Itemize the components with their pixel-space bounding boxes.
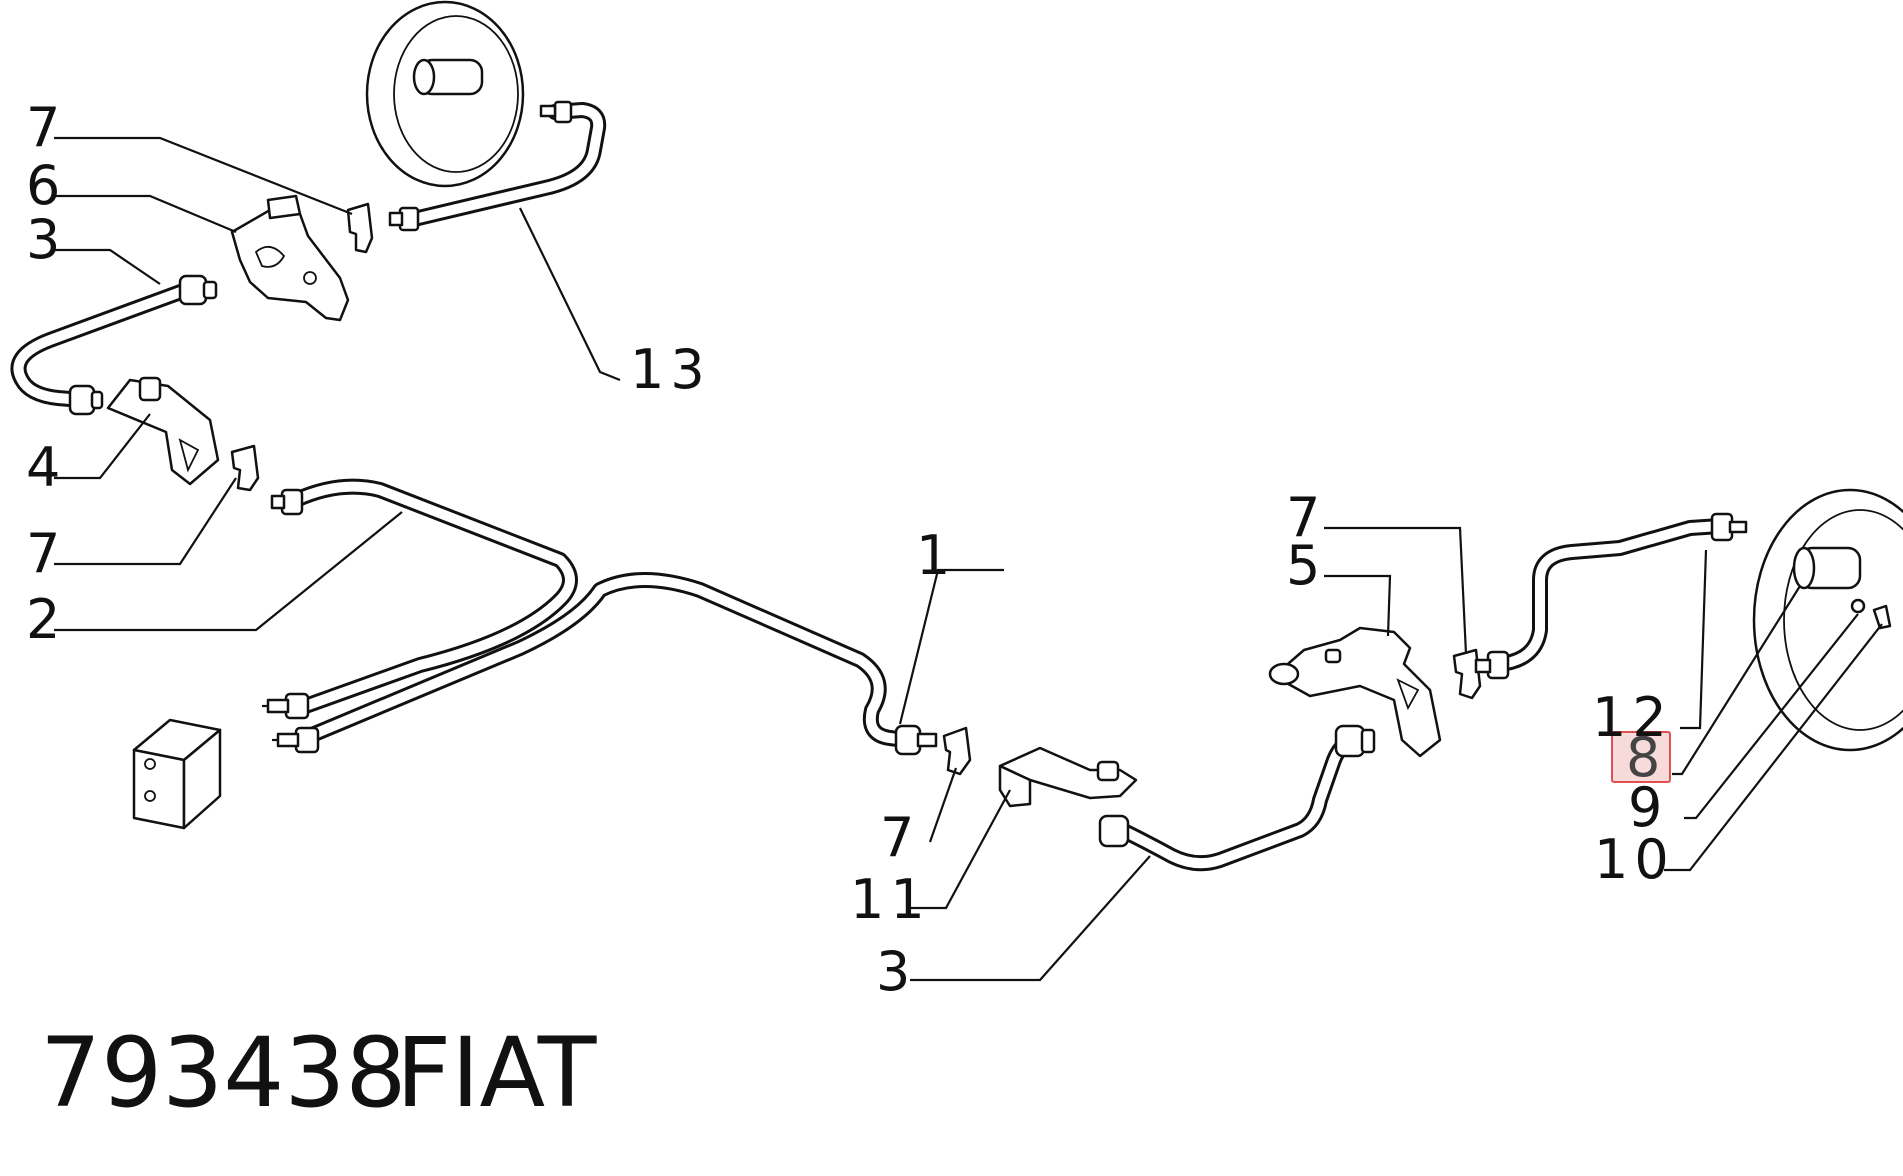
brake-pipe-12 [1474, 512, 1748, 680]
callout-5: 5 [1286, 534, 1326, 597]
clip-7-left [230, 444, 260, 492]
callout-7: 7 [26, 522, 66, 585]
callout-11: 11 [850, 868, 931, 931]
callout-13: 13 [630, 338, 711, 401]
clip-7-top [346, 202, 374, 254]
callout-7: 7 [26, 96, 66, 159]
callout-3: 3 [26, 208, 66, 271]
callout-2: 2 [26, 588, 66, 651]
brake-pipe-1 [292, 572, 913, 748]
brake-pipe-3-left [10, 274, 218, 416]
callout-12: 12 [1592, 686, 1673, 749]
clip-7-middle [942, 726, 972, 776]
bracket-4 [106, 376, 220, 486]
leader-lines [54, 136, 1883, 982]
brake-pipe-3-right [1098, 724, 1376, 872]
bracket-6 [230, 194, 350, 322]
clip-7-right [1452, 648, 1482, 700]
callout-8-highlight [1611, 731, 1671, 783]
callout-10: 10 [1594, 828, 1675, 891]
brake-pipe-13 [388, 100, 607, 232]
callout-7: 7 [880, 806, 920, 869]
brake-pipe-2 [270, 478, 578, 716]
brand-name: FIAT [396, 1017, 597, 1129]
brake-distribution-block [132, 718, 222, 830]
callout-4: 4 [26, 436, 66, 499]
part-number: 793438 [40, 1017, 406, 1129]
pipe-1-end-fitting [894, 724, 938, 756]
callout-6: 6 [26, 154, 66, 217]
callout-labels: 7 6 3 13 4 7 2 1 7 11 3 7 5 12 8 9 10 [26, 96, 1675, 1003]
pipe-end-fittings-left [262, 692, 320, 754]
bracket-11 [998, 746, 1138, 808]
bracket-5 [1268, 626, 1442, 758]
footer: 793438 FIAT [40, 1017, 597, 1129]
callout-9: 9 [1628, 776, 1668, 839]
callout-7: 7 [1286, 486, 1326, 549]
callout-1: 1 [916, 524, 956, 587]
brake-drum-right [1752, 488, 1903, 752]
callout-8: 8 [1626, 726, 1666, 789]
brake-drum-top [365, 0, 525, 188]
callout-3: 3 [876, 940, 916, 1003]
